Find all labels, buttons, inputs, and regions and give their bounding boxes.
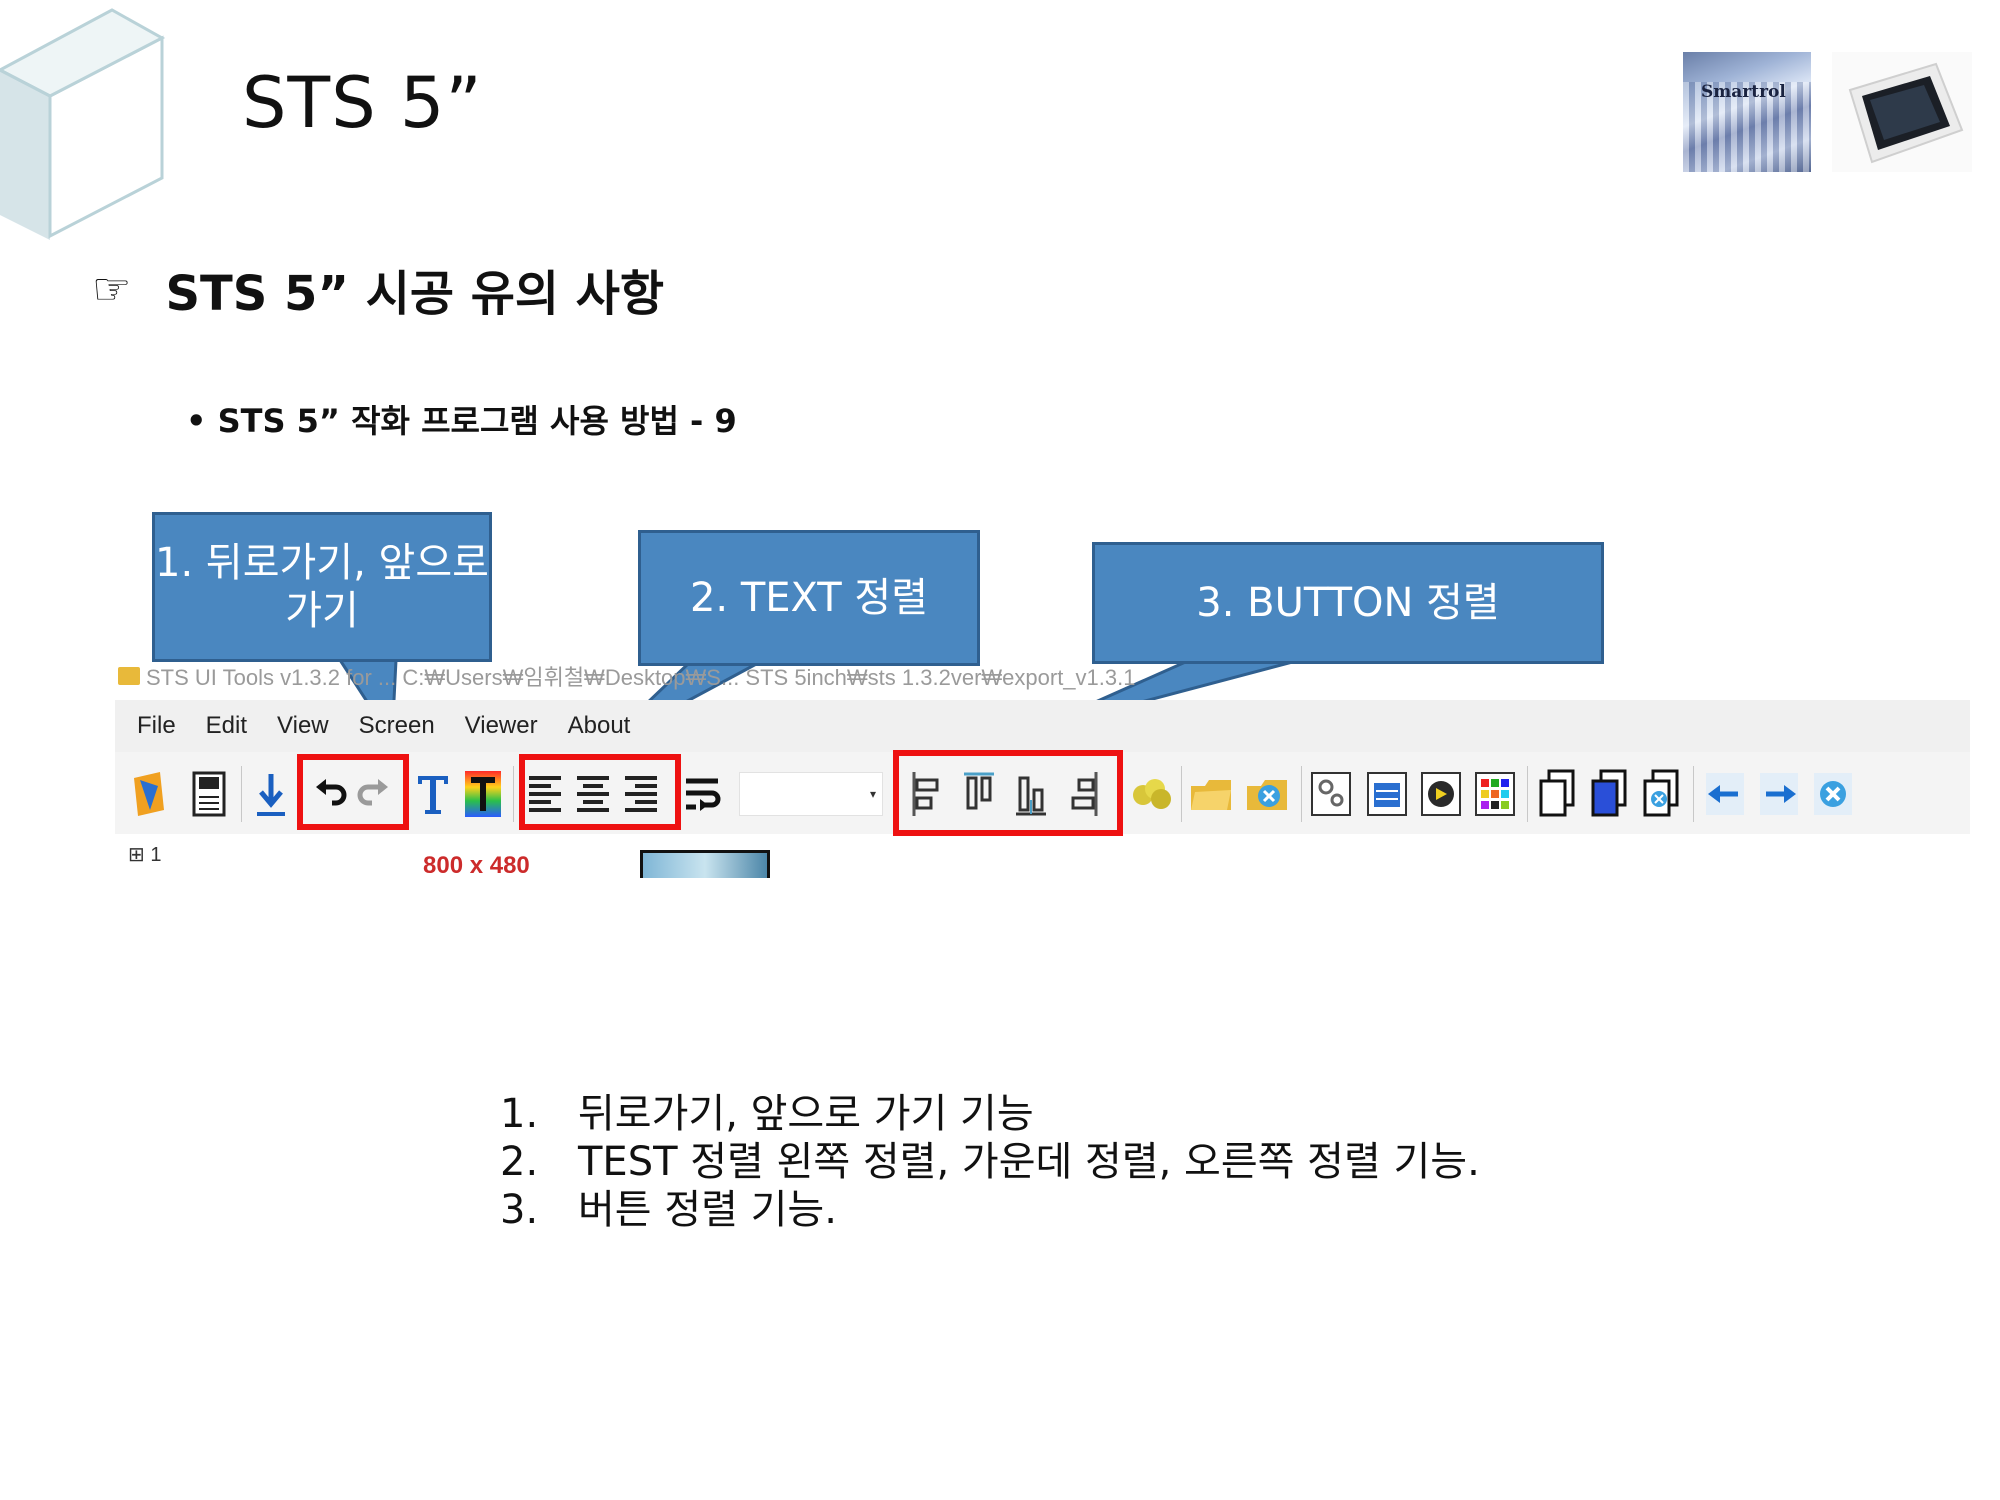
network-icon[interactable] (1365, 766, 1409, 822)
toolbar-separator (513, 766, 514, 822)
menu-bar: File Edit View Screen Viewer About (115, 700, 1970, 752)
align-button-left-icon[interactable] (907, 766, 947, 822)
highlight-button-align (893, 750, 1123, 836)
settings-icon[interactable] (1309, 766, 1353, 822)
wrap-icon[interactable] (683, 766, 723, 822)
folder-icon[interactable] (1189, 766, 1233, 822)
building-image (1683, 82, 1811, 172)
section-heading: ☞ STS 5” 시공 유의 사항 (92, 254, 664, 324)
align-button-right-icon[interactable] (1063, 766, 1103, 822)
close-icon[interactable] (1811, 766, 1855, 822)
list-text: 버튼 정렬 기능. (578, 1187, 837, 1233)
list-text: TEST 정렬 왼쪽 정렬, 가운데 정렬, 오른쪽 정렬 기능. (578, 1139, 1480, 1185)
menu-view[interactable]: View (277, 712, 329, 739)
tree-node-label: 1 (150, 844, 162, 866)
menu-viewer[interactable]: Viewer (464, 712, 538, 739)
text-icon[interactable] (413, 766, 453, 822)
paste-icon[interactable] (1587, 766, 1631, 822)
align-button-top-icon[interactable] (959, 766, 999, 822)
menu-about[interactable]: About (567, 712, 631, 739)
align-button-bottom-icon[interactable] (1011, 766, 1051, 822)
device-photo (1832, 52, 1972, 172)
go-icon[interactable] (1419, 766, 1463, 822)
pointing-hand-icon: ☞ (92, 263, 132, 315)
toolbar-separator (1527, 766, 1528, 822)
menu-edit[interactable]: Edit (205, 712, 248, 739)
resolution-label: 800 x 480 (423, 852, 530, 879)
delete-page-icon[interactable] (1639, 766, 1683, 822)
toolbar-separator (241, 766, 242, 822)
copy-icon[interactable] (1535, 766, 1579, 822)
notes-list: 1. 뒤로가기, 앞으로 가기 기능 2. TEST 정렬 왼쪽 정렬, 가운데 정… (500, 1090, 1480, 1234)
toolbar-separator (1693, 766, 1694, 822)
font-size-dropdown[interactable]: ▾ (739, 772, 883, 816)
save-icon[interactable] (189, 766, 229, 822)
tree-node[interactable]: ⊞ 1 (128, 842, 161, 867)
smartrol-logo: Smartrol (1683, 52, 1811, 172)
list-item: 3. 버튼 정렬 기능. (500, 1186, 1480, 1234)
list-text: 뒤로가기, 앞으로 가기 기능 (578, 1091, 1034, 1137)
menu-file[interactable]: File (137, 712, 176, 739)
align-left-icon[interactable] (525, 766, 565, 822)
folder-delete-icon[interactable] (1245, 766, 1289, 822)
arrow-right-icon[interactable] (1757, 766, 1801, 822)
decorative-cube (0, 8, 166, 240)
callout-undo-redo: 1. 뒤로가기, 앞으로 가기 (152, 512, 492, 662)
align-center-icon[interactable] (573, 766, 613, 822)
toolbar-separator (1301, 766, 1302, 822)
toolbar: ▾ (115, 752, 1970, 834)
menu-screen[interactable]: Screen (358, 712, 435, 739)
list-number: 1. (500, 1091, 539, 1137)
image-icon[interactable] (1129, 766, 1175, 822)
download-icon[interactable] (251, 766, 291, 822)
slide-title: STS 5” (242, 62, 483, 144)
undo-icon[interactable] (311, 766, 351, 822)
expand-icon[interactable]: ⊞ (128, 844, 145, 866)
screen-preview-thumbnail[interactable] (640, 850, 770, 878)
align-right-icon[interactable] (621, 766, 661, 822)
toolbar-separator (1181, 766, 1182, 822)
logo-text: Smartrol (1701, 82, 1786, 102)
callout-text-align: 2. TEXT 정렬 (638, 530, 980, 666)
app-icon (118, 667, 140, 685)
subheading: • STS 5” 작화 프로그램 사용 방법 - 9 (186, 402, 737, 440)
callout-button-align: 3. BUTTON 정렬 (1092, 542, 1604, 664)
arrow-left-icon[interactable] (1703, 766, 1747, 822)
list-item: 1. 뒤로가기, 앞으로 가기 기능 (500, 1090, 1480, 1138)
app-window-title: STS UI Tools v1.3.2 for ... C:₩Users₩임휘철… (118, 660, 1135, 692)
list-number: 3. (500, 1187, 539, 1233)
open-icon[interactable] (129, 766, 169, 822)
tree-panel (115, 834, 414, 878)
highlight-text-align (519, 754, 681, 830)
section-heading-text: STS 5” 시공 유의 사항 (165, 266, 665, 322)
chevron-down-icon: ▾ (869, 787, 876, 801)
text-color-icon[interactable] (461, 766, 505, 822)
palette-icon[interactable] (1473, 766, 1517, 822)
highlight-undo-redo (297, 754, 409, 830)
list-number: 2. (500, 1139, 539, 1185)
list-item: 2. TEST 정렬 왼쪽 정렬, 가운데 정렬, 오른쪽 정렬 기능. (500, 1138, 1480, 1186)
app-window-title-text: STS UI Tools v1.3.2 for ... C:₩Users₩임휘철… (146, 665, 1136, 690)
redo-icon[interactable] (353, 766, 393, 822)
